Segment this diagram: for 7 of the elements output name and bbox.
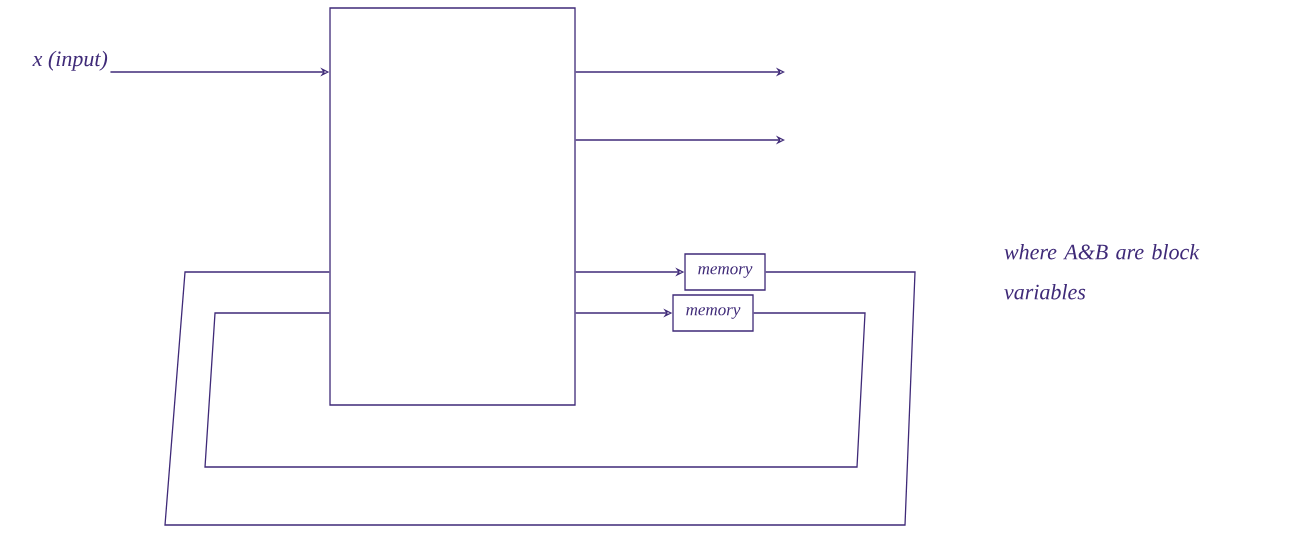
feedback-line (164, 271, 916, 526)
memory-box: memory (672, 294, 754, 332)
block-box (329, 7, 576, 406)
feedback-line (204, 312, 866, 468)
memory-box: memory (684, 253, 766, 291)
input-label: x (input) (32, 50, 108, 71)
note-text: where A&B are block variables (1004, 244, 1200, 300)
